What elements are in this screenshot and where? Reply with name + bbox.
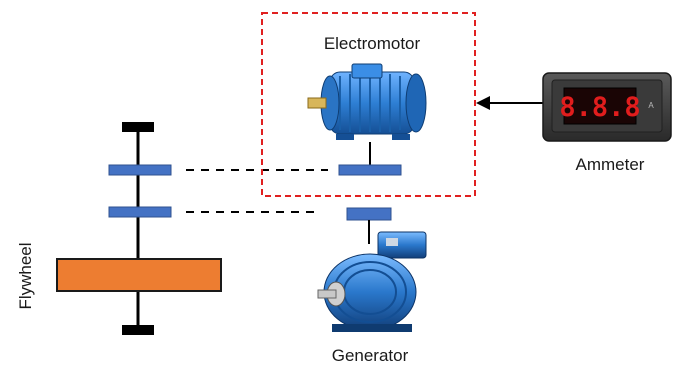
flywheel-assembly <box>56 122 222 335</box>
shaft-bottom-cap <box>122 325 154 335</box>
motor-coupling-disc <box>108 164 172 176</box>
ammeter-digits: 8.8.8 <box>559 92 640 123</box>
electromotor-highlight-box <box>261 12 476 197</box>
electromotor-label: Electromotor <box>324 34 421 53</box>
shaft-top-cap <box>122 122 154 132</box>
generator-coupling-disc <box>108 206 172 218</box>
ammeter-label: Ammeter <box>576 155 645 174</box>
motor-pulley <box>338 164 402 176</box>
ammeter-device: 8.8.8 A <box>542 72 672 142</box>
ammeter-arrowhead <box>476 96 490 110</box>
flywheel-label: Flywheel <box>16 242 35 309</box>
generator-image <box>317 231 427 332</box>
electromotor-image <box>307 63 427 140</box>
generator-pulley <box>346 207 392 221</box>
ammeter-unit-mark: A <box>648 101 654 110</box>
flywheel-body <box>56 258 222 292</box>
ammeter-display <box>563 87 637 125</box>
generator-label: Generator <box>332 346 409 365</box>
